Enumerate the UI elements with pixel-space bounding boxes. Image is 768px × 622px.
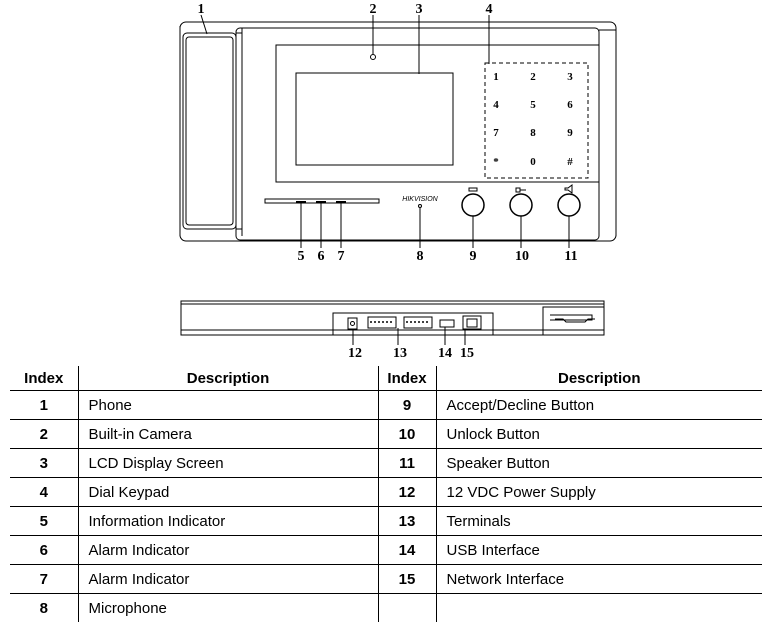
row-description-right: Network Interface — [436, 565, 762, 594]
row-description-left: Alarm Indicator — [78, 536, 378, 565]
callout-number: 4 — [486, 2, 493, 17]
keypad-key-label: # — [567, 156, 573, 168]
header-index-right: Index — [378, 366, 436, 391]
unlock-button[interactable] — [510, 194, 532, 216]
row-description-left: Information Indicator — [78, 507, 378, 536]
row-index-right — [378, 594, 436, 622]
keypad-key-label: 6 — [567, 99, 573, 111]
row-description-right: 12 VDC Power Supply — [436, 478, 762, 507]
row-description-right: Speaker Button — [436, 449, 762, 478]
header-description-left: Description — [78, 366, 378, 391]
row-index-right: 10 — [378, 420, 436, 449]
row-index-left: 6 — [10, 536, 78, 565]
device-bottom-view — [181, 301, 604, 345]
lcd-screen — [296, 73, 453, 165]
row-index-right: 14 — [378, 536, 436, 565]
callout-number: 9 — [470, 249, 477, 264]
callout-number: 10 — [515, 249, 529, 264]
row-description-left: Built-in Camera — [78, 420, 378, 449]
row-index-left: 4 — [10, 478, 78, 507]
microphone-icon — [419, 205, 422, 208]
row-description-left: Phone — [78, 391, 378, 420]
callout-number: 5 — [298, 249, 305, 264]
callout-number: 11 — [564, 249, 577, 264]
callout-number: 3 — [416, 2, 423, 17]
row-index-right: 12 — [378, 478, 436, 507]
table-header-row: Index Description Index Description — [10, 366, 762, 391]
row-index-right: 13 — [378, 507, 436, 536]
power-jack — [348, 318, 357, 329]
row-description-left: Microphone — [78, 594, 378, 622]
accept-decline-button[interactable] — [462, 194, 484, 216]
row-index-left: 8 — [10, 594, 78, 622]
callout-number: 12 — [348, 346, 362, 361]
speaker-icon — [565, 185, 572, 193]
keypad-key-label: * — [493, 156, 499, 168]
keypad-key-label: 9 — [567, 127, 573, 139]
row-description-left: Alarm Indicator — [78, 565, 378, 594]
callout-number: 15 — [460, 346, 474, 361]
row-index-left: 1 — [10, 391, 78, 420]
callout-number: 6 — [318, 249, 325, 264]
row-index-right: 11 — [378, 449, 436, 478]
header-index-left: Index — [10, 366, 78, 391]
row-description-right: Unlock Button — [436, 420, 762, 449]
speaker-button[interactable] — [558, 194, 580, 216]
keypad-key-label: 4 — [493, 99, 499, 111]
row-index-left: 7 — [10, 565, 78, 594]
phone-icon — [469, 188, 477, 191]
keypad-key-label: 3 — [567, 71, 573, 83]
row-description-right — [436, 594, 762, 622]
callout-number: 1 — [198, 2, 205, 17]
callout-number: 7 — [338, 249, 345, 264]
row-index-left: 3 — [10, 449, 78, 478]
row-description-right: USB Interface — [436, 536, 762, 565]
row-description-left: Dial Keypad — [78, 478, 378, 507]
row-description-left: LCD Display Screen — [78, 449, 378, 478]
keypad-key-label: 0 — [530, 156, 536, 168]
callout-number: 2 — [370, 2, 377, 17]
row-description-right: Terminals — [436, 507, 762, 536]
callout-number: 14 — [438, 346, 452, 361]
key-icon — [516, 188, 526, 192]
callout-number: 13 — [393, 346, 407, 361]
device-front-view — [180, 22, 616, 241]
row-index-left: 5 — [10, 507, 78, 536]
indicator-strip — [265, 199, 379, 203]
row-index-right: 15 — [378, 565, 436, 594]
keypad-key-label: 5 — [530, 99, 536, 111]
row-description-right: Accept/Decline Button — [436, 391, 762, 420]
keypad-key-label: 7 — [493, 127, 499, 139]
camera-icon — [371, 55, 376, 60]
keypad-key-label: 8 — [530, 127, 536, 139]
brand-logo: HIKVISION — [402, 196, 438, 203]
keypad-key-label: 2 — [530, 71, 536, 83]
row-index-left: 2 — [10, 420, 78, 449]
usb-port — [440, 320, 454, 327]
handset — [183, 33, 242, 229]
row-index-right: 9 — [378, 391, 436, 420]
keypad-key-label: 1 — [493, 71, 499, 83]
callout-number: 8 — [417, 249, 424, 264]
header-description-right: Description — [436, 366, 762, 391]
